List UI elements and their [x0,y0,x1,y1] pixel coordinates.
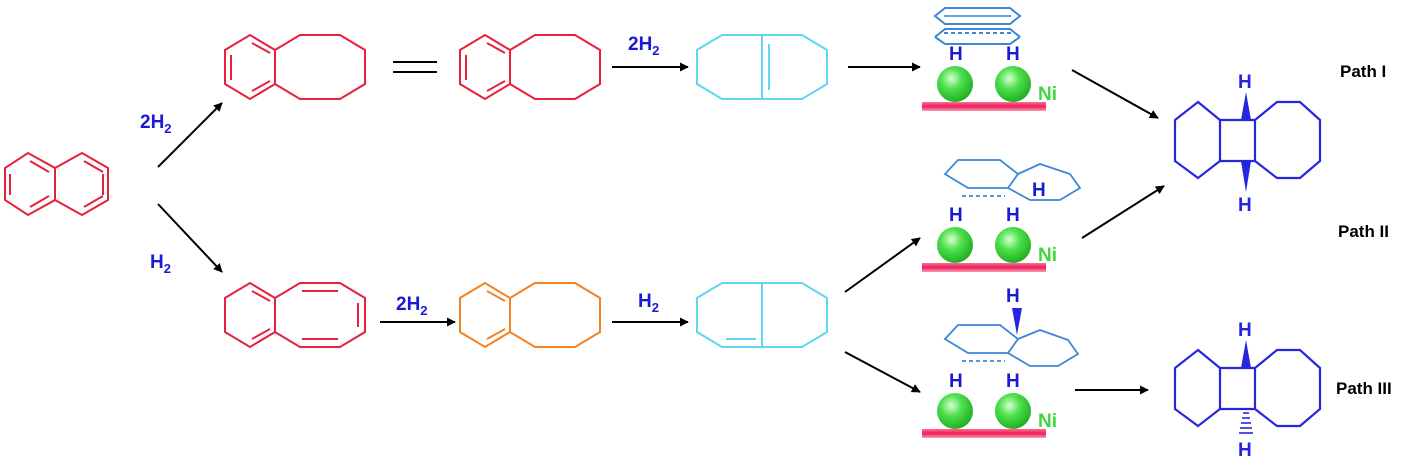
adsorbed-h-bottom: H [1006,286,1020,307]
catalyst-ball [937,227,973,263]
adsorbed-h-middle: H [1032,180,1046,201]
dihydronaphthalene-molecule [224,281,366,349]
arrow-path2-to-cis-decalin [1081,185,1165,239]
trans-decalin-molecule [1173,348,1322,428]
metal-label-ni-top: Ni [1038,84,1057,105]
catalyst-h-middle-2: H [1006,205,1020,226]
path-label-3: Path III [1336,379,1392,398]
wedge-bond-adsorbed [1012,308,1022,335]
path-label-1: Path I [1340,62,1386,81]
metal-label-ni-middle: Ni [1038,245,1057,266]
product-h-cis-bottom: H [1238,195,1252,216]
catalyst-h-bottom-2: H [1006,371,1020,392]
catalyst-ball [995,393,1031,429]
catalyst-h-top-1: H [949,44,963,65]
arrow-path1-to-cis-decalin [1071,69,1159,119]
tetralin-molecule-1 [224,33,366,101]
octalin-molecule-bottom [696,282,828,348]
catalyst-h-top-2: H [1006,44,1020,65]
reagent-h2-bottom-left: H2 [150,252,171,276]
adsorbed-complex-bottom [943,324,1080,367]
arrow-octalin-to-path3 [844,351,921,393]
product-h-trans-bottom: H [1238,440,1252,461]
octahydro-intermediate-molecule [459,281,601,349]
hash-bond-down-trans [1239,412,1253,434]
arrow-naphthalene-to-dihydro [157,203,223,273]
catalyst-h-bottom-1: H [949,371,963,392]
reagent-h2-bottom-right: H2 [638,291,659,315]
adsorbed-complex-middle [943,159,1082,201]
equals-sign [393,61,437,73]
arrow-naphthalene-to-tetralin [157,102,223,168]
naphthalene-molecule [4,151,109,217]
catalyst-ball [937,393,973,429]
arrow-octalin-to-path2 [844,237,921,293]
octalin-molecule-top [696,34,828,100]
wedge-bond-up-trans [1241,340,1251,368]
nickel-surface-middle [922,263,1046,272]
product-h-trans-top: H [1238,320,1252,341]
tetralin-molecule-2 [459,33,601,101]
reagent-2h2-top-mid: 2H2 [628,34,660,58]
cis-decalin-molecule [1173,100,1322,180]
nickel-surface-bottom [922,429,1046,438]
catalyst-h-middle-1: H [949,205,963,226]
path-label-2: Path II [1338,222,1389,241]
adsorbed-complex-top [933,7,1022,45]
product-h-cis-top: H [1238,72,1252,93]
reagent-2h2-bottom-mid: 2H2 [396,294,428,318]
metal-label-ni-bottom: Ni [1038,411,1057,432]
nickel-surface-top [922,102,1046,111]
catalyst-ball [995,227,1031,263]
wedge-bond-up [1241,92,1251,120]
wedge-bond-down [1241,161,1251,192]
catalyst-ball [937,66,973,102]
catalyst-ball [995,66,1031,102]
reagent-2h2-top-left: 2H2 [140,112,172,136]
